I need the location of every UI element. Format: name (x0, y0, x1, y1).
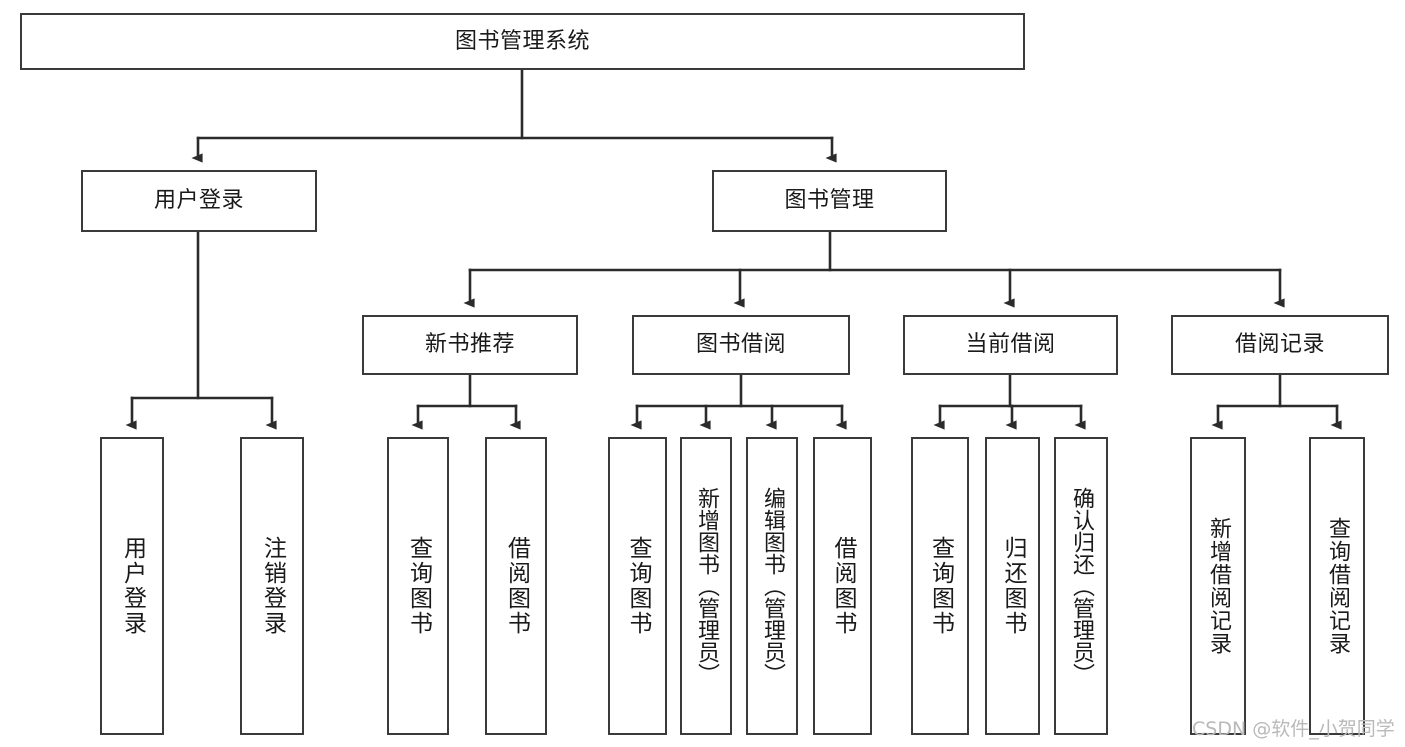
node-borrow-record-label: 借阅记录 (1234, 332, 1325, 358)
node-root[interactable]: 图书管理系统 (20, 13, 1025, 70)
node-leaf-user-logout-label: 注销登录 (259, 536, 286, 636)
node-current-borrow-label: 当前借阅 (965, 332, 1056, 358)
node-leaf-add-borrow-record-label: 新增借阅记录 (1206, 517, 1231, 655)
node-new-book-rec-label: 新书推荐 (424, 332, 515, 358)
node-leaf-borrow-book-2-label: 借阅图书 (830, 536, 856, 636)
node-user-login[interactable]: 用户登录 (81, 170, 317, 232)
node-borrow-record[interactable]: 借阅记录 (1171, 315, 1389, 375)
node-book-borrow[interactable]: 图书借阅 (632, 315, 850, 375)
node-leaf-query-book-2[interactable]: 查询图书 (608, 437, 667, 735)
node-book-manage-label: 图书管理 (784, 188, 875, 214)
node-leaf-edit-book-admin[interactable]: 编辑图书（管理员） (746, 437, 798, 735)
node-leaf-user-login-label: 用户登录 (119, 536, 146, 636)
node-user-login-label: 用户登录 (153, 188, 244, 214)
node-leaf-edit-book-admin-label: 编辑图书（管理员） (760, 487, 785, 685)
csdn-watermark: CSDN @软件_小贺同学 (1192, 718, 1395, 740)
node-new-book-rec[interactable]: 新书推荐 (362, 315, 578, 375)
node-leaf-confirm-return-admin-label: 确认归还（管理员） (1069, 487, 1094, 685)
node-leaf-add-book-admin-label: 新增图书（管理员） (694, 487, 719, 685)
node-leaf-user-logout[interactable]: 注销登录 (240, 437, 304, 735)
node-leaf-return-book[interactable]: 归还图书 (985, 437, 1040, 735)
node-leaf-query-book-3-label: 查询图书 (927, 536, 954, 636)
node-current-borrow[interactable]: 当前借阅 (903, 315, 1118, 375)
node-leaf-borrow-book-2[interactable]: 借阅图书 (813, 437, 872, 735)
node-leaf-add-book-admin[interactable]: 新增图书（管理员） (680, 437, 732, 735)
node-leaf-user-login[interactable]: 用户登录 (100, 437, 164, 735)
node-book-borrow-label: 图书借阅 (695, 332, 786, 358)
node-leaf-query-book-1[interactable]: 查询图书 (387, 437, 449, 735)
node-leaf-query-borrow-record-label: 查询借阅记录 (1325, 517, 1350, 655)
node-leaf-query-book-1-label: 查询图书 (405, 536, 432, 636)
node-leaf-borrow-book-1-label: 借阅图书 (503, 536, 530, 636)
node-leaf-query-book-3[interactable]: 查询图书 (911, 437, 969, 735)
node-leaf-borrow-book-1[interactable]: 借阅图书 (485, 437, 547, 735)
node-leaf-add-borrow-record[interactable]: 新增借阅记录 (1190, 437, 1246, 735)
node-leaf-confirm-return-admin[interactable]: 确认归还（管理员） (1054, 437, 1108, 735)
node-leaf-query-borrow-record[interactable]: 查询借阅记录 (1309, 437, 1365, 735)
node-root-label: 图书管理系统 (454, 28, 590, 54)
node-leaf-return-book-label: 归还图书 (1000, 536, 1026, 636)
node-leaf-query-book-2-label: 查询图书 (625, 536, 651, 636)
node-book-manage[interactable]: 图书管理 (712, 170, 947, 232)
